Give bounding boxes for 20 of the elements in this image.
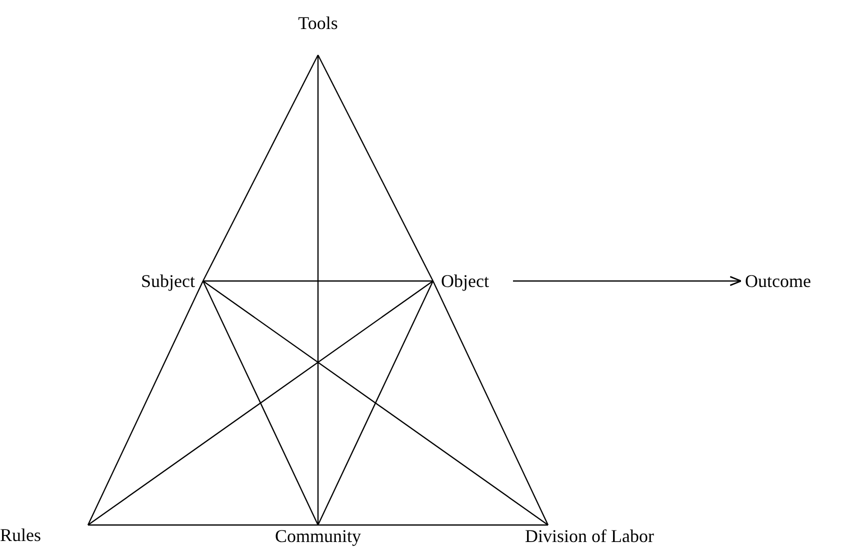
connector-line	[202, 54, 319, 282]
connector-line	[203, 280, 433, 282]
node-label: Tools	[268, 12, 368, 55]
connector-line	[88, 280, 434, 526]
node-label: Object	[433, 270, 505, 292]
connector-line	[317, 280, 434, 526]
connector-line	[432, 280, 549, 526]
connector-line	[317, 54, 434, 282]
node-label: Community	[258, 525, 378, 547]
node-label: Subject	[103, 270, 203, 292]
connector-line	[88, 524, 318, 526]
connector-line	[87, 280, 204, 526]
connector-line	[317, 55, 319, 525]
connector-line	[202, 280, 319, 526]
connector-line	[318, 524, 548, 526]
arrow	[513, 276, 742, 286]
connector-line	[202, 280, 548, 526]
node-label: Division of Labor	[525, 525, 675, 547]
node-label: Rules	[0, 510, 88, 546]
node-label: Outcome	[745, 270, 845, 292]
